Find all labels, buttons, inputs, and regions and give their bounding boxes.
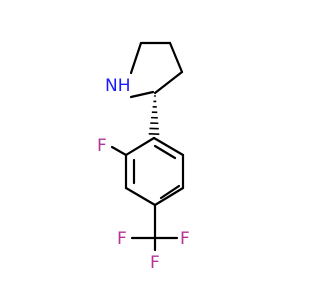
bond-c1-c2ar <box>124 136 156 157</box>
bond-c6ar-c1 <box>152 136 185 157</box>
fluorine-cf3-left-label: F <box>117 229 127 249</box>
bond-n-c2 <box>129 90 155 99</box>
fluorine-cf3-top-label: F <box>150 253 160 273</box>
double-bond-inner-3 <box>153 144 177 160</box>
fluorine-cf3-right-label: F <box>180 229 190 249</box>
stereo-hashed-wedge <box>148 95 160 135</box>
molecule-canvas: NH F F F F <box>97 41 190 273</box>
bond-c3-c4 <box>168 41 184 74</box>
double-bond-inner-2 <box>159 184 181 200</box>
bond-c2ar-f <box>110 145 128 157</box>
bond-c4ar-c5ar <box>153 186 185 207</box>
nitrogen-label: NH <box>105 76 131 96</box>
bond-c3ar-c4ar <box>124 186 157 207</box>
structure-diagram: NH F F F F <box>97 41 190 273</box>
bond-c2-c3 <box>153 70 184 95</box>
fluorine-ring-label: F <box>97 136 107 156</box>
bond-c5-n <box>129 41 143 75</box>
